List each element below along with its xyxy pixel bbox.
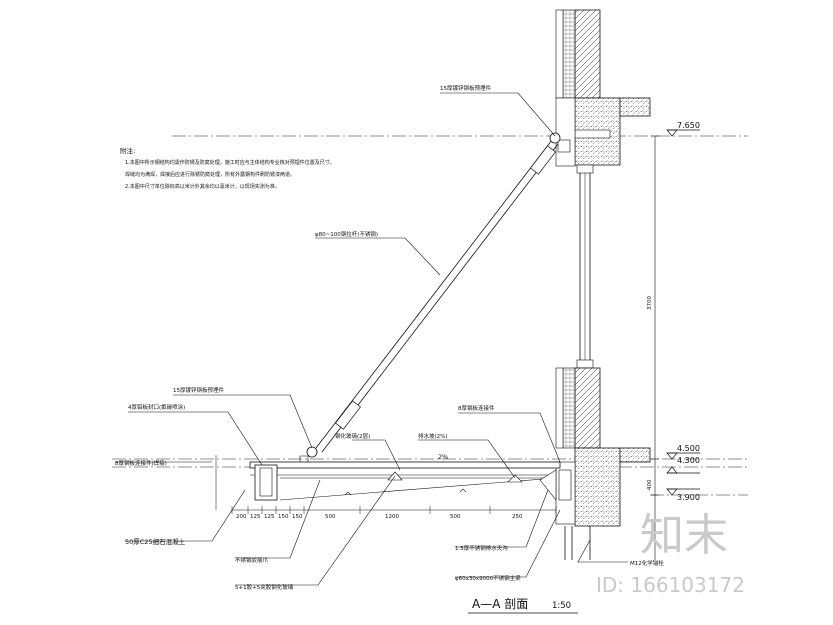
label-tie-rod: φ80~100钢拉杆(不锈钢) — [315, 230, 378, 238]
notes-block: 附注: 1.本图中所示钢结构均需作防锈及防腐处理，施工时应与主体结构专业核对预埋… — [120, 146, 335, 190]
label-end-plate: 4厚铝板封口(氟碳喷涂) — [128, 403, 185, 411]
vertical-dimension — [651, 135, 659, 560]
label-laminated: 5+1胶+5夹胶钢化玻璃 — [235, 583, 294, 591]
leader-lines — [115, 92, 628, 586]
dim-value: 1200 — [385, 514, 399, 520]
label-drain-plate: 排水坡(2%) — [418, 432, 448, 440]
tie-rod — [306, 132, 561, 458]
label-glass-panel: 钢化玻璃(2层) — [335, 432, 370, 440]
wall-structure — [555, 9, 651, 560]
label-bolt-bottom: 15厚镀锌钢板预埋件 — [173, 386, 224, 394]
label-bolt-top: 15厚镀锌钢板预埋件 — [440, 84, 491, 92]
label-right-connector: 8厚钢板连接件 — [458, 404, 495, 412]
label-gutter: 1.5厚不锈钢排水天沟 — [455, 544, 508, 552]
level-markers — [666, 129, 700, 496]
label-anchor: M12化学锚栓 — [630, 559, 664, 567]
dim-value: 500 — [325, 514, 336, 520]
note-line-1: 1.本图中所示钢结构均需作防锈及防腐处理，施工时应与主体结构专业核对预埋件位置及… — [125, 159, 335, 166]
title-main: A—A 剖面 — [472, 597, 528, 611]
note-line-3: 2.本图中尺寸单位除标高以米计外其余均以毫米计，以现场实测为准。 — [125, 183, 280, 190]
label-slope: 2% — [438, 453, 448, 461]
canopy-structure — [249, 455, 561, 501]
level-mid-upper: 4.500 — [677, 444, 700, 453]
title-scale: 1:50 — [552, 601, 571, 611]
note-line-2: 焊缝均为满焊，焊接后应进行除锈防腐处理，所有外露钢构件刷防锈漆两道。 — [125, 171, 295, 178]
callout-labels: 15厚镀锌钢板预埋件 φ80~100钢拉杆(不锈钢) 15厚镀锌钢板预埋件 4厚… — [115, 84, 664, 591]
watermark-id: ID: 166103172 — [596, 573, 745, 597]
dim-value: 200 — [236, 514, 247, 520]
section-title: A—A 剖面 1:50 — [468, 597, 578, 614]
label-left-section: 50厚C25细石混凝土 — [125, 537, 186, 546]
bottom-dim-label: 400 — [647, 479, 653, 490]
dim-value: 500 — [450, 514, 461, 520]
dimension-line — [215, 455, 557, 514]
dim-value: 125 — [250, 514, 261, 520]
watermark-brand: 知末 — [640, 510, 728, 561]
level-mid-lower: 4.300 — [677, 456, 700, 465]
dim-value: 150 — [278, 514, 289, 520]
watermark: 知末 ID: 166103172 — [596, 510, 745, 597]
label-beam-main: 8厚钢板连接件(焊接) — [115, 459, 167, 467]
dim-value: 150 — [292, 514, 303, 520]
notes-heading: 附注: — [120, 146, 135, 155]
level-bottom: 3.900 — [677, 493, 700, 502]
dim-value: 125 — [264, 514, 275, 520]
label-steel-conn: 不锈钢驳接爪 — [235, 556, 269, 564]
dim-value: 250 — [512, 514, 523, 520]
level-top: 7.650 — [677, 121, 700, 130]
height-dim-label: 3700 — [647, 296, 653, 310]
dimension-values: 200 125 125 150 150 500 1200 500 250 — [236, 514, 523, 520]
label-main-beam: φ60x30x9000不锈钢主梁 — [455, 574, 521, 582]
